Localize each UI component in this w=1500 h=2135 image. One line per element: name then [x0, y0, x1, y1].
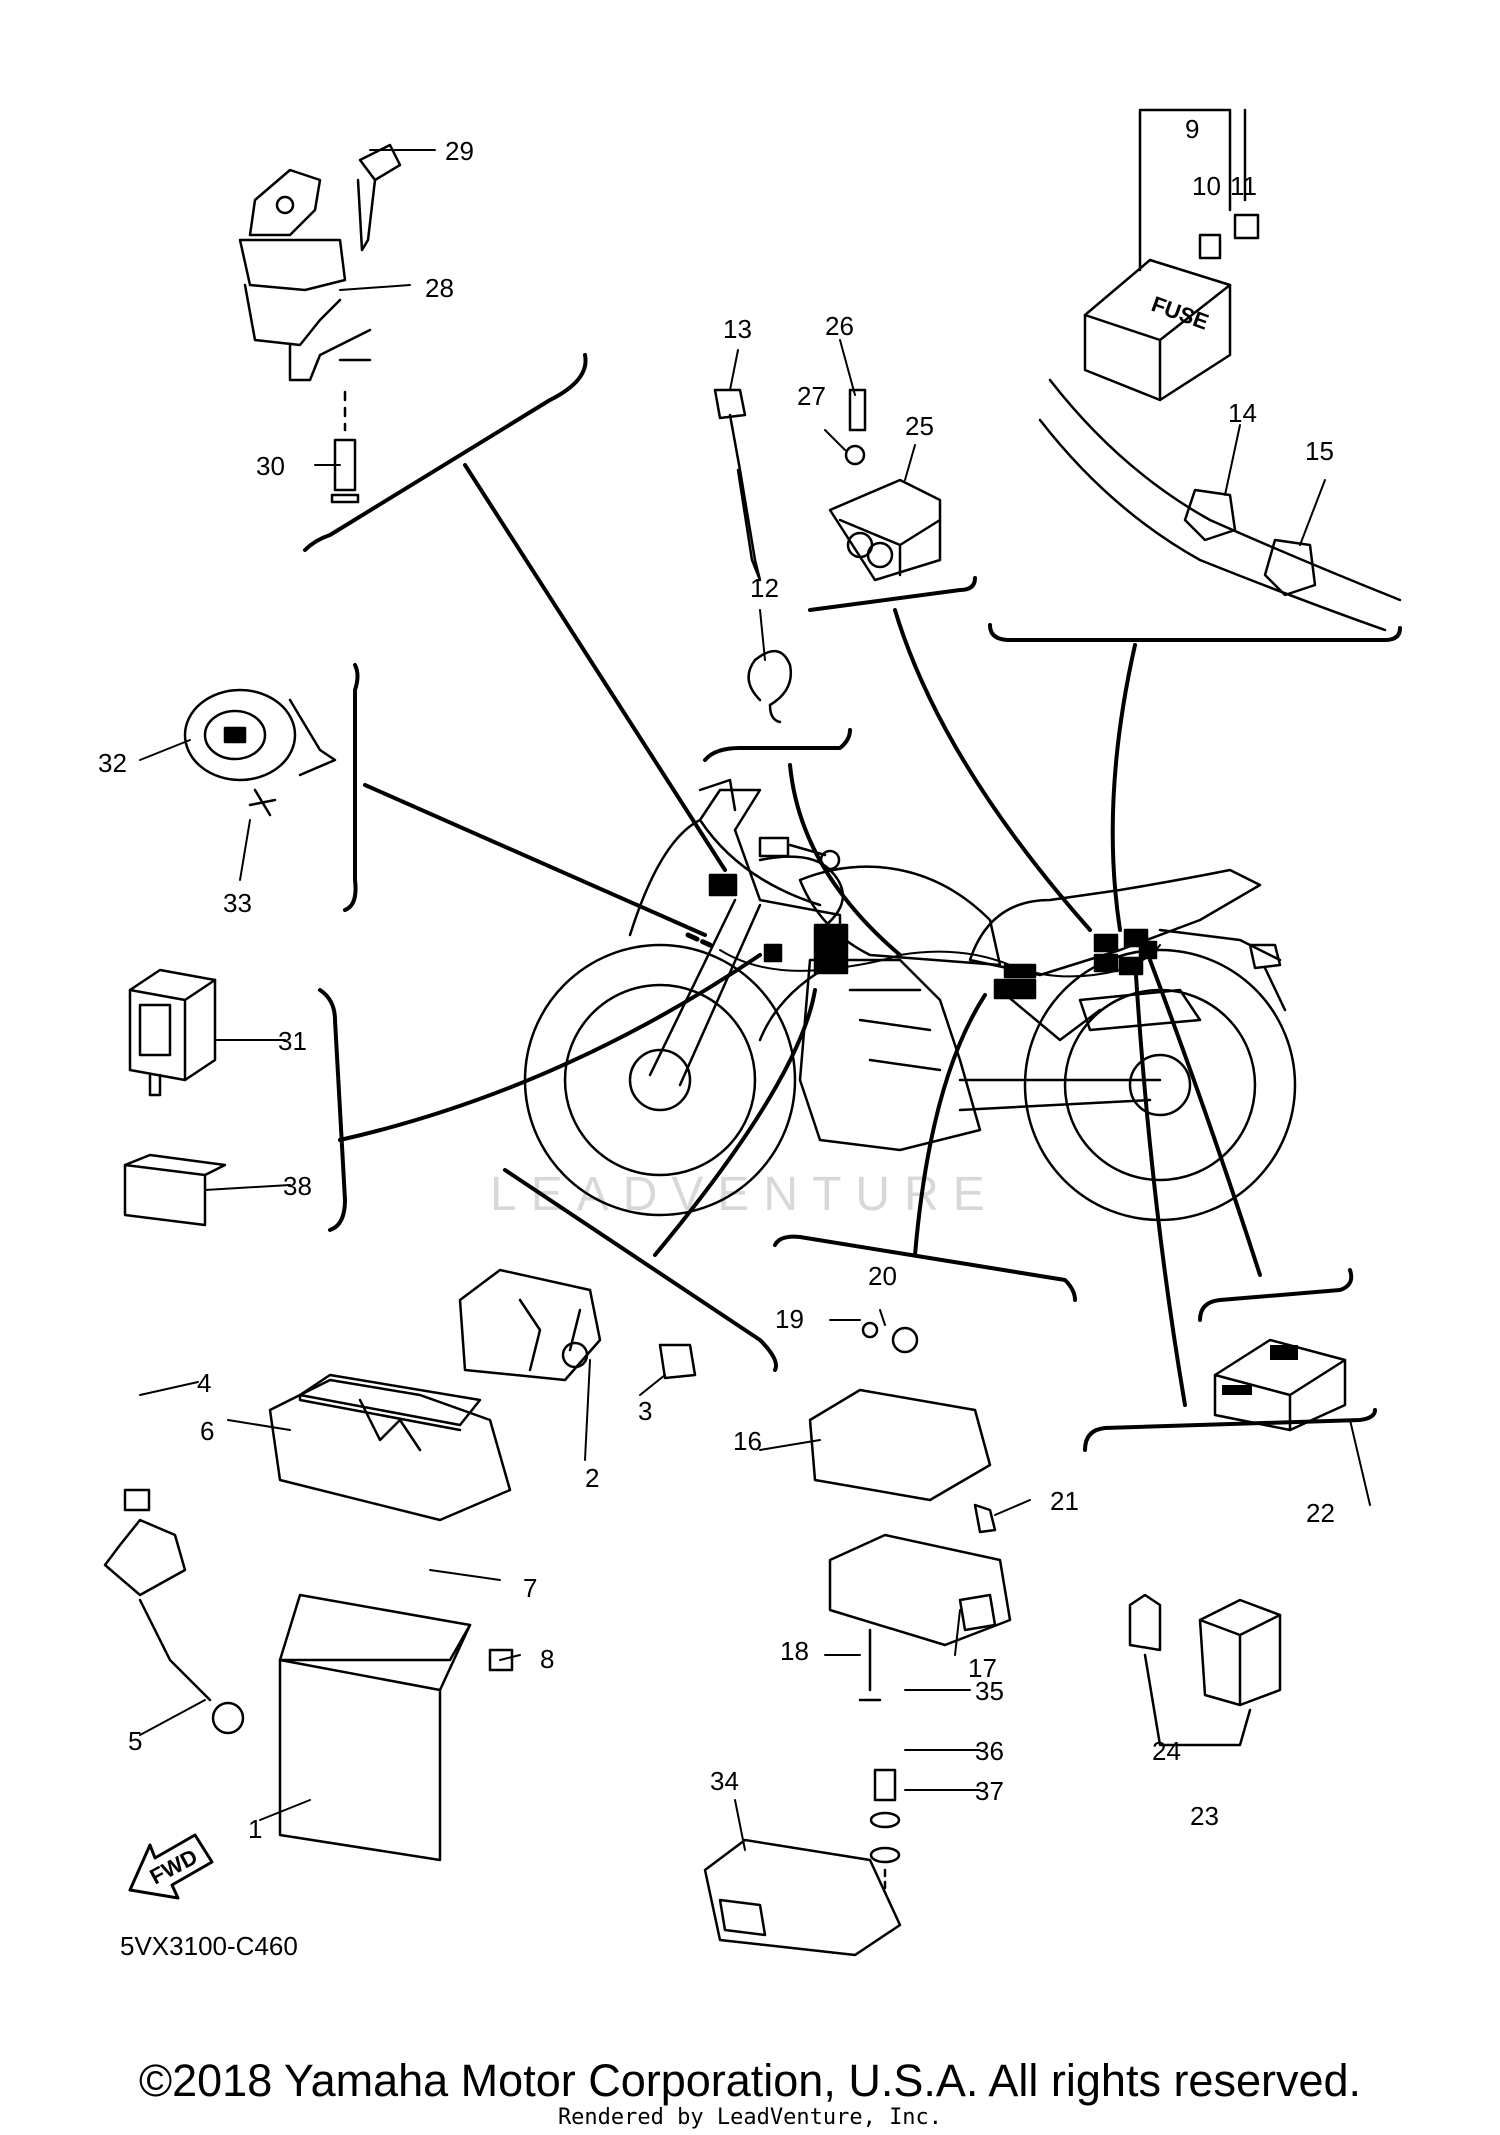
callout-18: 18 — [780, 1636, 809, 1666]
callout-33: 33 — [223, 888, 252, 918]
callout-27: 27 — [797, 381, 826, 411]
callout-19: 19 — [775, 1304, 804, 1334]
callout-13: 13 — [723, 314, 752, 344]
rendered-by-credit: Rendered by LeadVenture, Inc. — [557, 2105, 943, 2130]
callout-9: 9 — [1185, 114, 1199, 144]
callout-20: 20 — [868, 1261, 897, 1291]
callout-12: 12 — [750, 573, 779, 603]
part-code: 5VX3100-C460 — [120, 1931, 298, 1961]
callout-10: 10 — [1192, 171, 1221, 201]
battery-sketch — [103, 1373, 514, 1862]
callout-17: 17 — [968, 1653, 997, 1683]
flasher-relay-sketch — [123, 968, 227, 1227]
callout-7: 7 — [523, 1573, 537, 1603]
fuse-box-sketch: FUSE — [1083, 108, 1260, 402]
callout-21: 21 — [1050, 1486, 1079, 1516]
cable-tie-sketch — [713, 388, 793, 724]
callout-37: 37 — [975, 1776, 1004, 1806]
relay-23-sketch — [1128, 1593, 1282, 1747]
electrical-parts-diagram: LEADVENTURE — [98, 108, 1402, 1961]
callout-numbers: 1 2 3 4 5 6 7 8 9 10 11 12 13 14 15 16 1… — [98, 114, 1335, 1844]
fwd-arrow-icon: FWD — [128, 1833, 214, 1900]
callout-11: 11 — [1230, 171, 1257, 201]
callout-25: 25 — [905, 411, 934, 441]
callout-24: 24 — [1152, 1736, 1181, 1766]
callout-34: 34 — [710, 1766, 739, 1796]
callout-6: 6 — [200, 1416, 214, 1446]
cdi-unit-sketch — [703, 1768, 902, 1957]
callout-23: 23 — [1190, 1801, 1219, 1831]
callout-3: 3 — [638, 1396, 652, 1426]
motorcycle-outline — [523, 778, 1297, 1222]
callout-35: 35 — [975, 1676, 1004, 1706]
callout-32: 32 — [98, 748, 127, 778]
callout-31: 31 — [278, 1026, 307, 1056]
callout-8: 8 — [540, 1644, 554, 1674]
leader-lines — [338, 463, 1262, 1407]
callout-2: 2 — [585, 1463, 599, 1493]
callout-38: 38 — [283, 1171, 312, 1201]
copyright-notice: ©2018 Yamaha Motor Corporation, U.S.A. A… — [138, 2055, 1362, 2106]
callout-28: 28 — [425, 273, 454, 303]
callout-22: 22 — [1306, 1498, 1335, 1528]
callout-15: 15 — [1305, 436, 1334, 466]
watermark: LEADVENTURE — [490, 1168, 999, 1221]
relay-22-sketch — [1213, 1338, 1347, 1432]
callout-leaders — [139, 149, 1371, 1851]
fuse-label: FUSE — [1148, 291, 1212, 335]
callout-26: 26 — [825, 311, 854, 341]
callout-14: 14 — [1228, 398, 1257, 428]
group-brackets — [303, 353, 1402, 1452]
callout-30: 30 — [256, 451, 285, 481]
callout-4: 4 — [197, 1368, 211, 1398]
horn-sketch — [183, 688, 337, 817]
harness-clamps-sketch — [1038, 378, 1402, 632]
relay-25-sketch — [828, 388, 942, 582]
callout-29: 29 — [445, 136, 474, 166]
main-switch-sketch — [238, 143, 402, 504]
callout-1: 1 — [248, 1814, 262, 1844]
callout-5: 5 — [128, 1726, 142, 1756]
callout-36: 36 — [975, 1736, 1004, 1766]
rectifier-sketch — [268, 1268, 697, 1522]
ecu-bracket-sketch — [808, 1321, 1012, 1702]
callout-16: 16 — [733, 1426, 762, 1456]
